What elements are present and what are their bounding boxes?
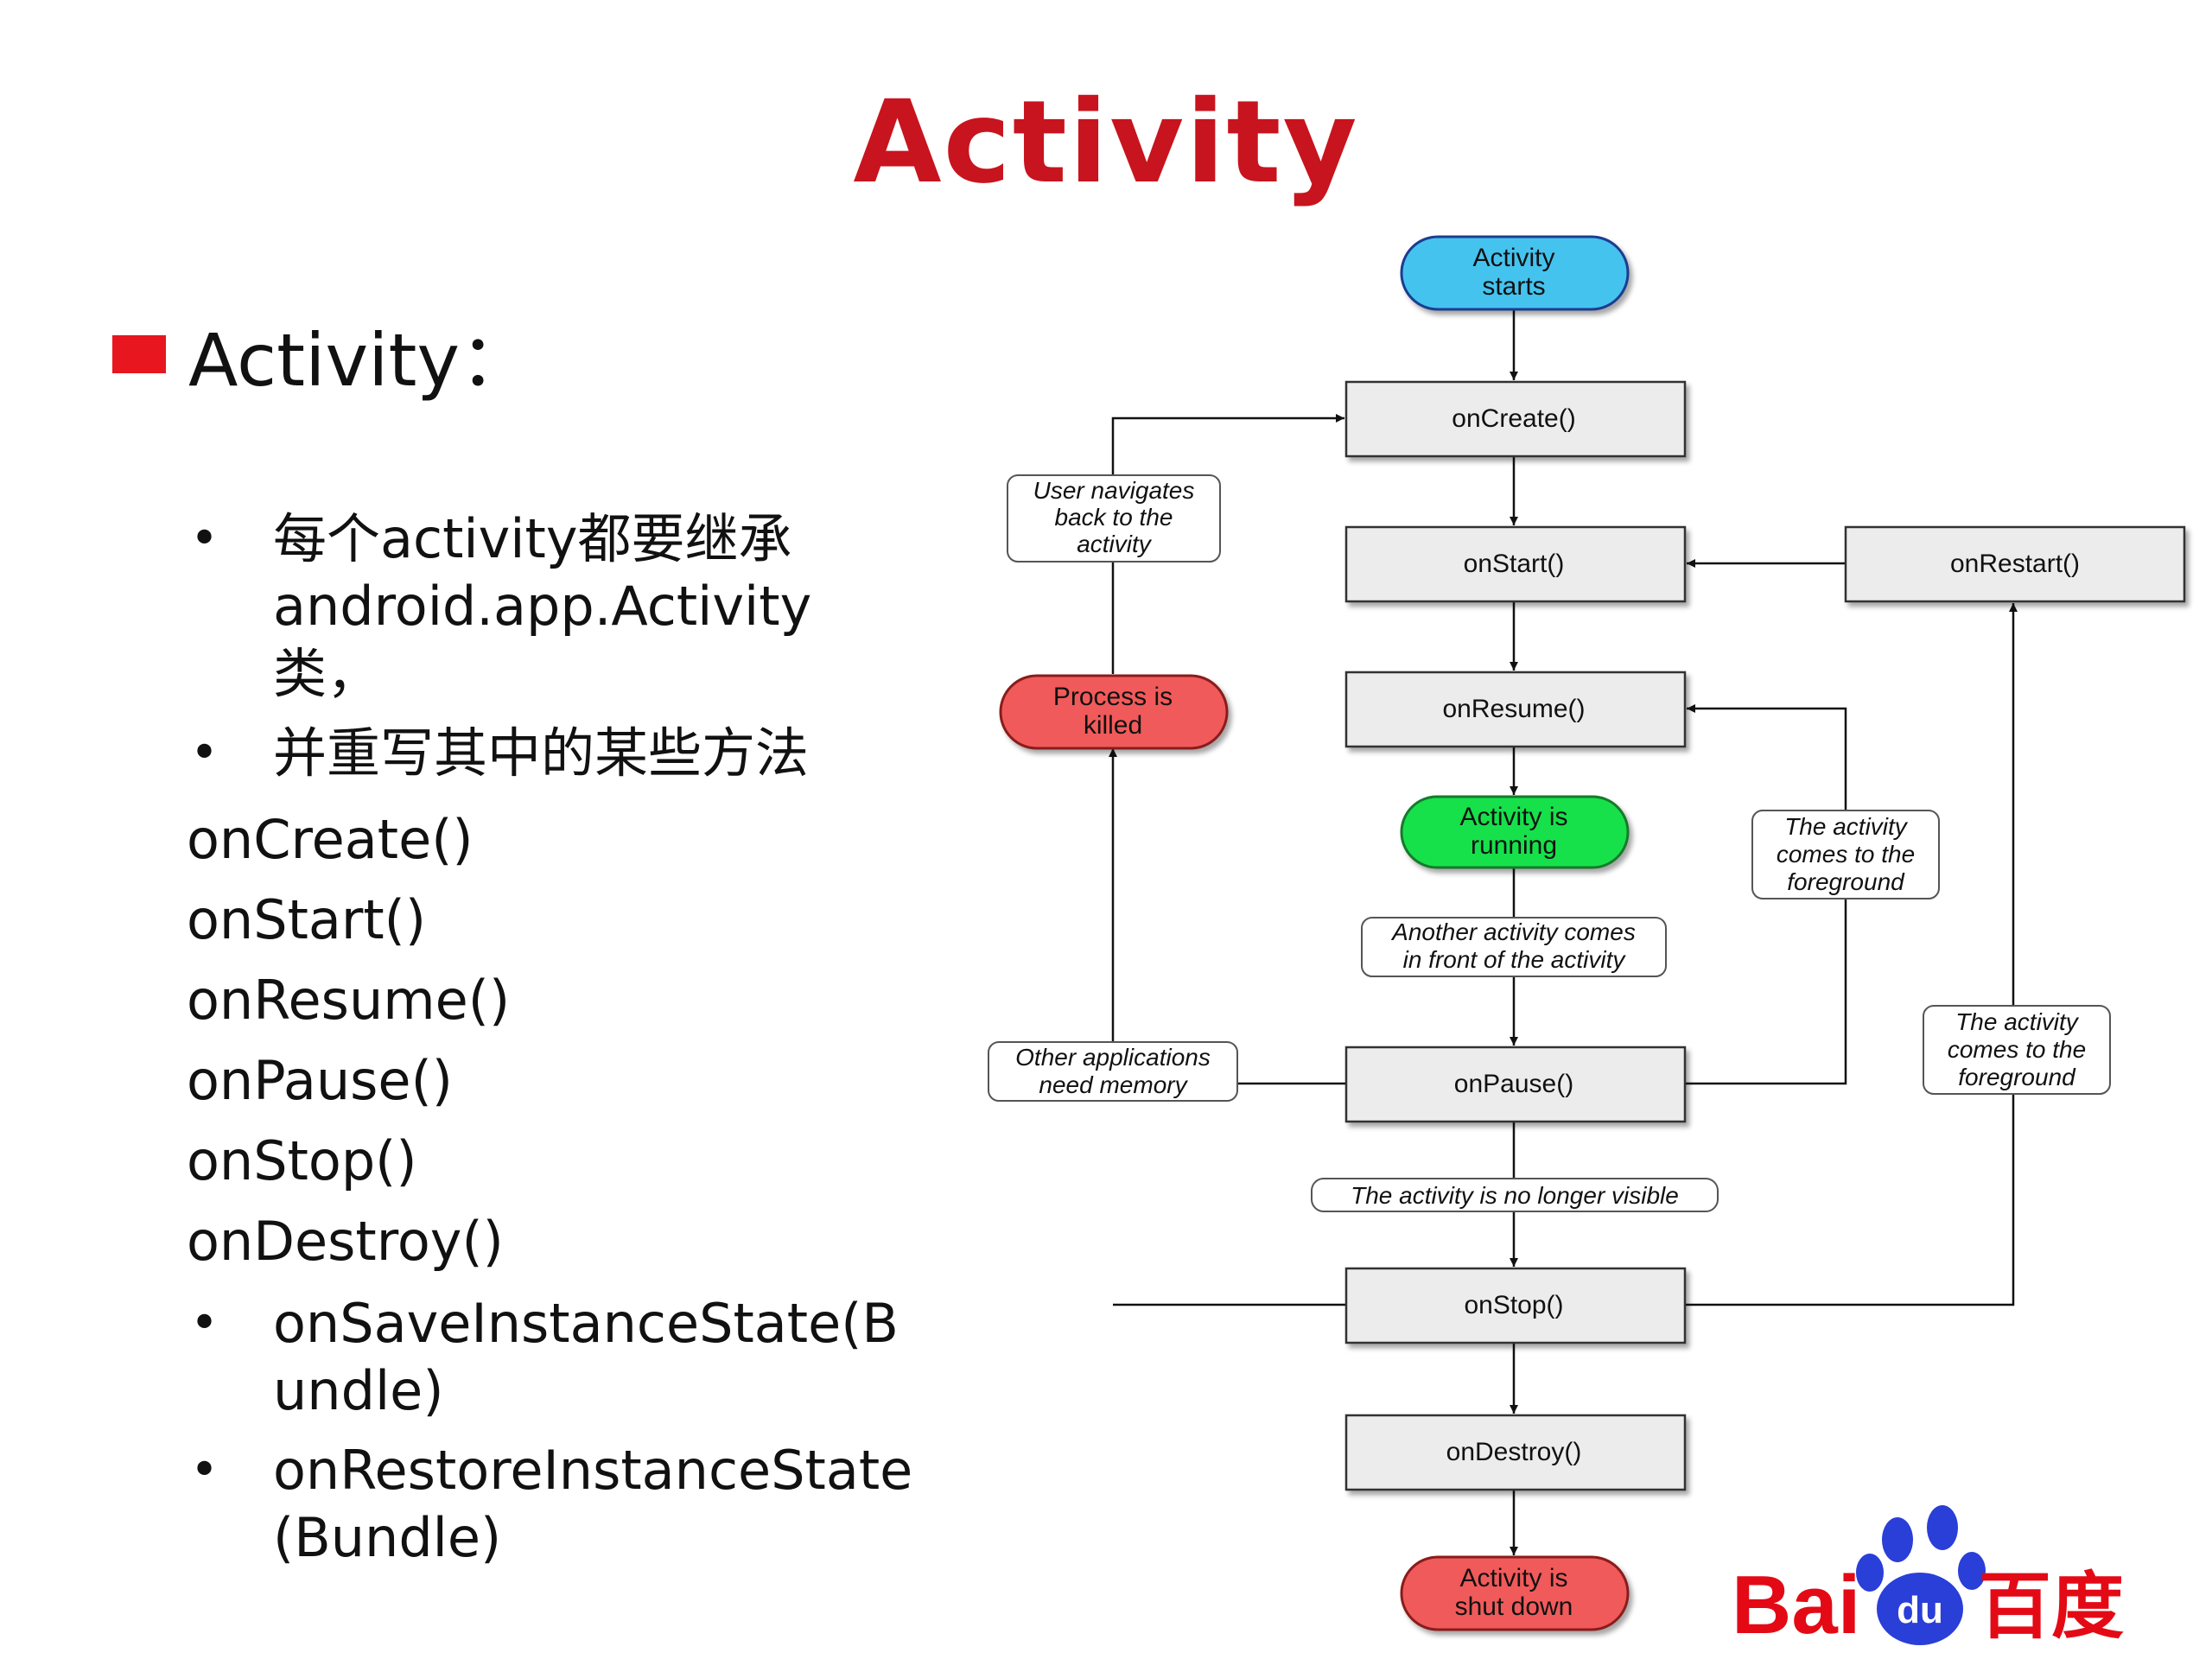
list-line: 并重写其中的某些方法: [273, 721, 810, 785]
node-on-destroy: onDestroy(): [1344, 1414, 1687, 1491]
label-line: back to the: [1055, 504, 1173, 531]
paw-icon: [1856, 1505, 1986, 1645]
label-line: The activity: [1784, 813, 1909, 840]
node-line: Activity is: [1459, 803, 1567, 831]
edge-stop-restart: [1685, 603, 2018, 1306]
node-label: onRestart(): [1950, 550, 2080, 578]
node-line: Process is: [1053, 683, 1173, 711]
label-line: foreground: [1958, 1064, 2076, 1090]
label-line: foreground: [1787, 868, 1905, 895]
list-line: onRestoreInstanceState: [273, 1439, 913, 1502]
label-line: The activity: [1955, 1008, 2080, 1035]
baidu-logo: Bai du 百度: [1732, 1505, 2124, 1651]
bullet-icon: •: [190, 725, 219, 781]
node-line: Activity: [1472, 244, 1554, 272]
edge-label-other-apps-memory: Other applications need memory: [988, 1041, 1238, 1102]
edge-label-user-navigates-back: User navigates back to the activity: [1007, 474, 1221, 563]
node-label: onStart(): [1464, 550, 1565, 578]
edge-label-comes-to-foreground-2: The activity comes to the foreground: [1923, 1005, 2111, 1095]
logo-cjk-text: 百度: [1979, 1564, 2124, 1649]
node-on-create: onCreate(): [1344, 380, 1687, 458]
node-on-start: onStart(): [1344, 525, 1687, 603]
edge-label-another-activity: Another activity comes in front of the a…: [1361, 917, 1667, 977]
node-on-stop: onStop(): [1344, 1267, 1687, 1344]
node-on-restart: onRestart(): [1844, 525, 2186, 603]
list-line: 每个activity都要继承: [273, 507, 792, 570]
label-line: in front of the activity: [1403, 946, 1627, 973]
edge-label-no-longer-visible: The activity is no longer visible: [1311, 1178, 1719, 1212]
edge-killed-create: [1111, 414, 1344, 674]
node-line: starts: [1482, 272, 1545, 301]
list-item: • onRestoreInstanceState (Bundle): [187, 1437, 913, 1572]
label-line: Other applications: [1015, 1044, 1211, 1071]
label-line: The activity is no longer visible: [1351, 1182, 1679, 1209]
heading-text: Activity：: [188, 317, 533, 403]
logo-paw-text: du: [1897, 1589, 1943, 1631]
list-item: onStop(): [187, 1129, 417, 1192]
node-label: onCreate(): [1452, 404, 1575, 433]
list-item: onStart(): [187, 888, 427, 951]
bullet-icon: •: [190, 511, 219, 567]
node-label: onResume(): [1442, 695, 1585, 723]
node-label: onStop(): [1464, 1291, 1563, 1319]
list-line: undle): [273, 1359, 444, 1422]
list-item: • 并重写其中的某些方法: [187, 720, 904, 787]
node-process-killed: Process is killed: [999, 674, 1229, 750]
node-label: onPause(): [1454, 1070, 1573, 1098]
list-line: android.app.Activity类，: [273, 575, 812, 705]
node-line: Activity is: [1459, 1564, 1567, 1592]
label-line: activity: [1077, 531, 1153, 557]
node-on-resume: onResume(): [1344, 671, 1687, 748]
list-item: • 每个activity都要继承 android.app.Activity类，: [187, 505, 904, 708]
bullet-icon: •: [190, 1295, 219, 1351]
logo-latin-text: Bai: [1732, 1559, 1860, 1651]
list-item: onCreate(): [187, 808, 474, 871]
node-label: onDestroy(): [1446, 1438, 1582, 1466]
edge-label-comes-to-foreground-1: The activity comes to the foreground: [1751, 810, 1940, 899]
node-activity-running: Activity is running: [1400, 795, 1630, 869]
label-line: comes to the: [1948, 1036, 2086, 1063]
label-line: User navigates: [1033, 477, 1195, 504]
list-item: onPause(): [187, 1049, 453, 1112]
list-item: onResume(): [187, 969, 511, 1032]
list-item: onDestroy(): [187, 1210, 504, 1273]
node-line: shut down: [1455, 1592, 1573, 1621]
page-title: Activity: [853, 76, 1359, 209]
node-activity-starts: Activity starts: [1400, 235, 1630, 311]
edge-pause-killed: [1109, 748, 1346, 1085]
node-line: killed: [1084, 711, 1142, 740]
label-line: need memory: [1039, 1071, 1188, 1098]
list-line: onSaveInstanceState(B: [273, 1292, 899, 1355]
list-line: (Bundle): [273, 1506, 502, 1569]
section-heading: Activity：: [112, 302, 532, 406]
method-list: • 每个activity都要继承 android.app.Activity类， …: [187, 505, 913, 1584]
label-line: Another activity comes: [1390, 918, 1636, 945]
label-line: comes to the: [1777, 841, 1915, 868]
list-item: • onSaveInstanceState(B undle): [187, 1290, 904, 1425]
node-on-pause: onPause(): [1344, 1046, 1687, 1123]
node-activity-shut-down: Activity is shut down: [1400, 1555, 1630, 1631]
node-line: running: [1471, 831, 1557, 860]
bullet-icon: •: [190, 1442, 219, 1498]
heading-square-icon: [112, 335, 166, 373]
